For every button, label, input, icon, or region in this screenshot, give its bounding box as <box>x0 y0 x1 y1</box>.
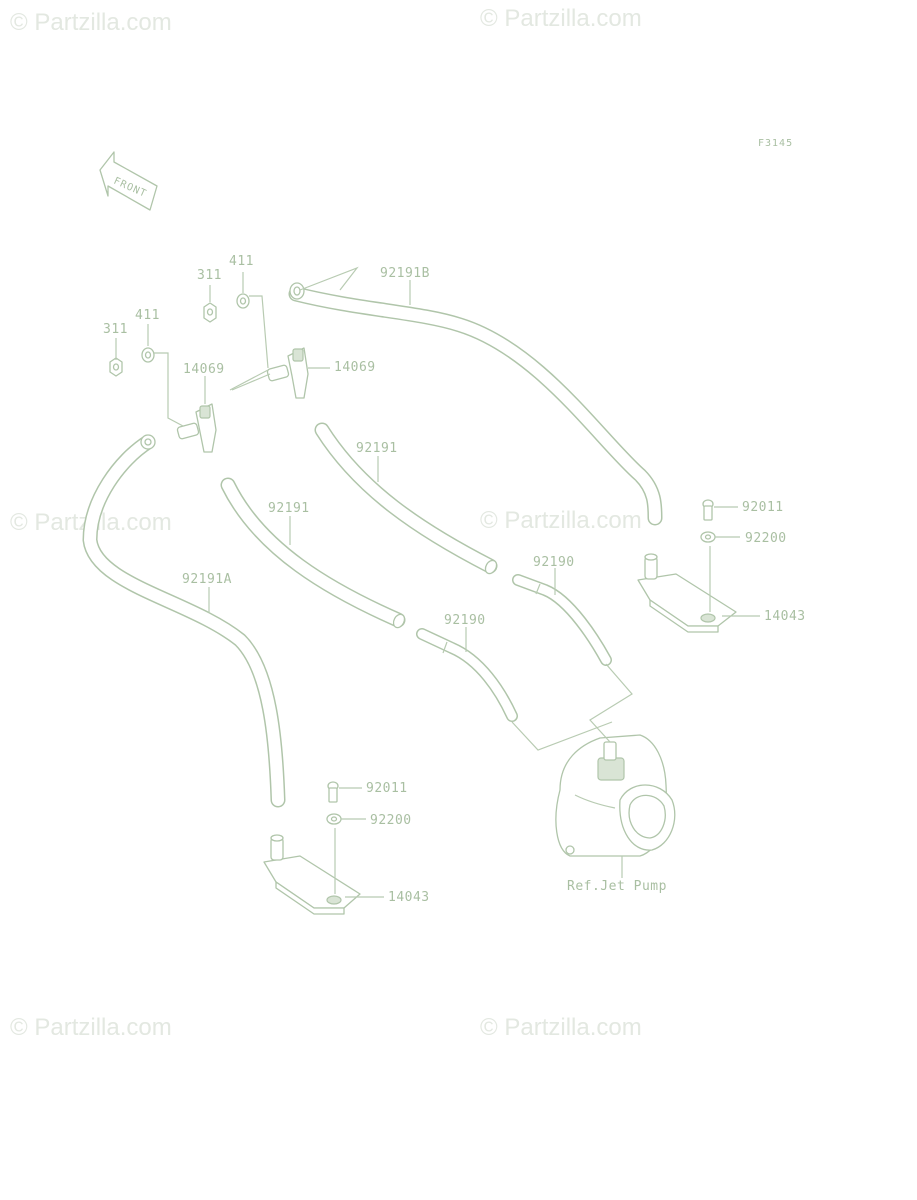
label-92190: 92190 <box>533 555 575 570</box>
label-14043: 14043 <box>388 890 430 905</box>
label-92191: 92191 <box>356 441 398 456</box>
elbow-fitting-14069-b <box>266 347 309 399</box>
label-411: 411 <box>135 308 160 323</box>
label-92191A: 92191A <box>182 572 232 587</box>
hose-92191-upper <box>314 422 498 575</box>
label-14069: 14069 <box>183 362 225 377</box>
washer-92200-right <box>700 531 716 543</box>
washer-411-a <box>141 347 155 363</box>
label-92190: 92190 <box>444 613 486 628</box>
jet-pump <box>555 734 676 857</box>
leader-lines <box>115 266 760 898</box>
label-ref-jet-pump: Ref.Jet Pump <box>567 879 667 894</box>
bracket-14043-right <box>637 553 737 633</box>
watermark: © Partzilla.com <box>10 1014 172 1041</box>
nut-311-b <box>203 302 217 323</box>
watermarks: © Partzilla.com © Partzilla.com © Partzi… <box>10 5 642 1041</box>
label-92011: 92011 <box>366 781 408 796</box>
watermark: © Partzilla.com <box>480 507 642 534</box>
part-labels: 311 411 311 411 14069 14069 92191B 92191… <box>103 254 806 905</box>
bracket-14043-left <box>263 834 361 915</box>
hose-92190-right <box>512 574 612 666</box>
hose-92191-lower <box>220 477 406 629</box>
label-411: 411 <box>229 254 254 269</box>
label-311: 311 <box>197 268 222 283</box>
front-arrow-icon: FRONT <box>99 151 158 211</box>
label-92191B: 92191B <box>380 266 430 281</box>
hose-92190-left <box>416 628 518 722</box>
bolt-92011-left <box>327 781 339 803</box>
figure-code: F3145 <box>758 138 793 149</box>
label-311: 311 <box>103 322 128 337</box>
label-14043: 14043 <box>764 609 806 624</box>
label-92200: 92200 <box>370 813 412 828</box>
washer-92200-left <box>326 813 342 825</box>
washer-411-b <box>236 293 250 309</box>
hose-92191A <box>82 434 286 808</box>
watermark: © Partzilla.com <box>480 5 642 32</box>
label-92200: 92200 <box>745 531 787 546</box>
label-14069: 14069 <box>334 360 376 375</box>
bolt-92011-right <box>702 499 714 521</box>
watermark: © Partzilla.com <box>480 1014 642 1041</box>
elbow-fitting-14069-a <box>176 403 217 453</box>
label-92191: 92191 <box>268 501 310 516</box>
nut-311-a <box>109 357 123 377</box>
hose-92191B <box>288 282 663 526</box>
watermark: © Partzilla.com <box>10 9 172 36</box>
label-92011: 92011 <box>742 500 784 515</box>
